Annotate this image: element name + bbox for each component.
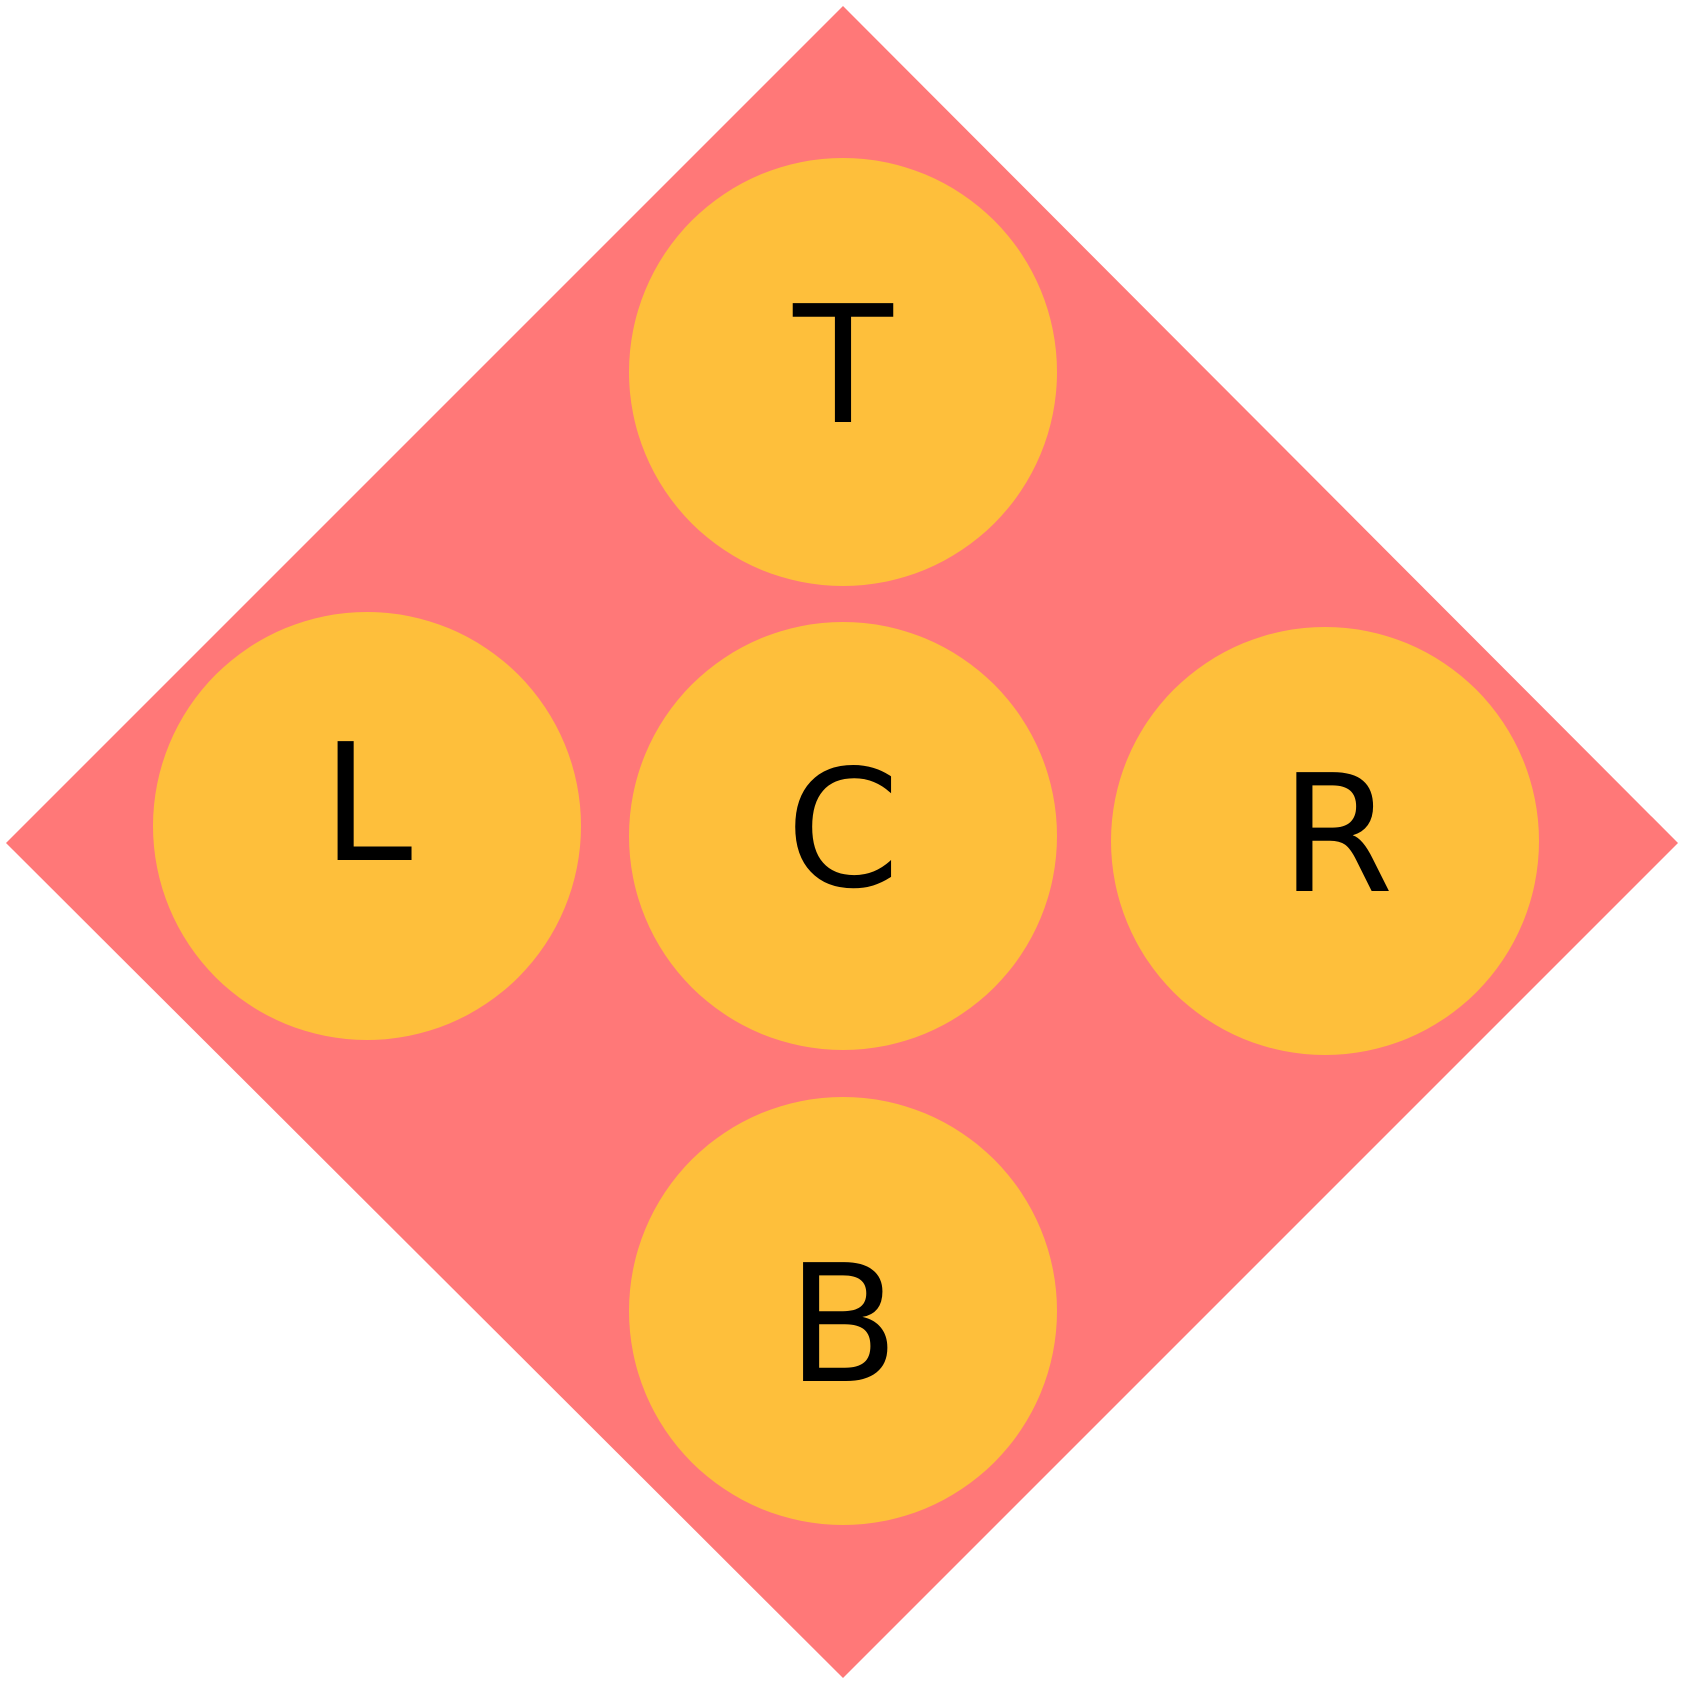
node-center-circle xyxy=(629,622,1057,1050)
node-right-label: R xyxy=(1280,741,1393,930)
node-top: T xyxy=(629,158,1057,586)
node-top-label: T xyxy=(792,272,894,461)
node-right-circle xyxy=(1111,627,1539,1055)
node-bottom-circle xyxy=(629,1097,1057,1525)
node-left-circle xyxy=(153,612,581,1040)
node-left-label: L xyxy=(322,710,413,899)
node-right: R xyxy=(1111,627,1539,1055)
node-center: C xyxy=(629,622,1057,1050)
node-left: L xyxy=(153,612,581,1040)
node-bottom: B xyxy=(629,1097,1057,1525)
node-top-circle xyxy=(629,158,1057,586)
node-bottom-label: B xyxy=(787,1231,899,1420)
node-center-label: C xyxy=(786,736,900,925)
